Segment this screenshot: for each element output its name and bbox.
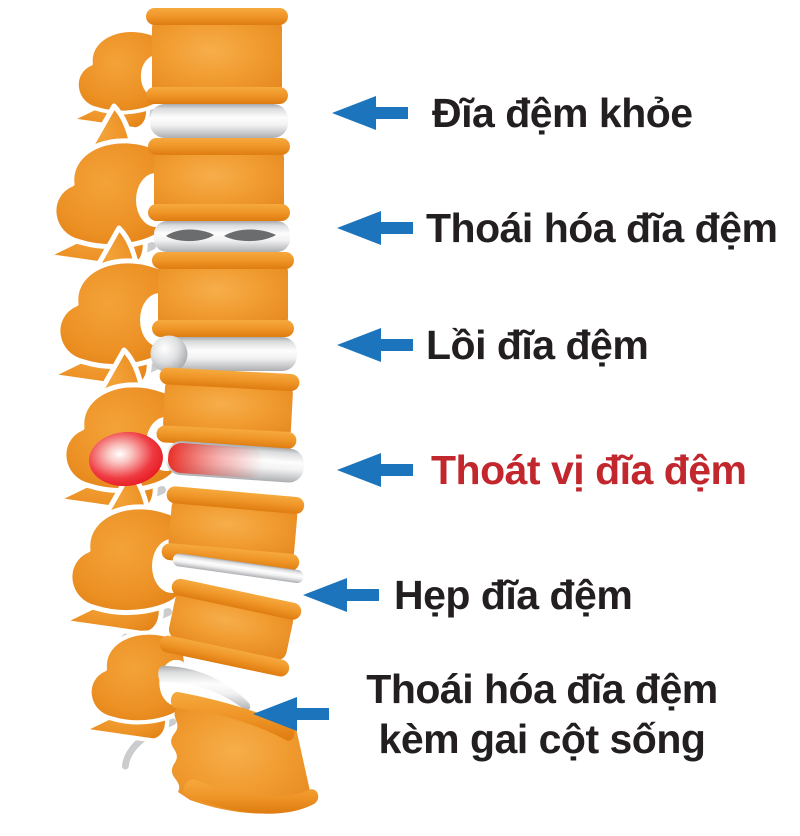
annotation-narrowed-disc: Hẹp đĩa đệm [303,574,633,615]
vertebra-2 [148,138,290,221]
annotation-label: Thoái hóa đĩa đệm kèm gai cột sống [366,666,718,762]
vertebra-7-with-spurs [170,691,319,814]
vertebra-3 [152,252,294,337]
herniated-disc [89,431,305,487]
annotation-label: Thoát vị đĩa đệm [431,446,747,493]
arrow-left-icon [337,453,413,487]
bone-spur-rim [183,779,319,814]
arrow-left-icon [337,328,413,362]
vertebra-6 [159,578,302,677]
disc-bulge [150,335,188,373]
arrow-left-icon [253,697,329,731]
annotation-healthy-disc: Đĩa đệm khỏe [332,92,693,133]
spine-illustration [0,8,319,814]
vertebra-1 [146,8,288,104]
disc-crack [166,229,214,242]
disc-crack [224,229,276,242]
annotation-degenerated-disc-with-spurs: Thoái hóa đĩa đệm kèm gai cột sống [253,664,737,764]
annotation-label: Đĩa đệm khỏe [432,89,693,136]
arrow-left-icon [337,211,413,245]
degenerated-disc-with-spurs [158,666,251,711]
vertebra-5 [161,486,305,571]
herniation-bulge [89,431,163,487]
vertebra-4 [156,367,300,449]
bulging-disc [150,335,297,373]
annotation-herniated-disc: Thoát vị đĩa đệm [337,449,747,490]
bone-spur-rim [170,691,295,741]
annotation-label: Lồi đĩa đệm [426,321,649,368]
annotation-bulging-disc: Lồi đĩa đệm [337,324,649,365]
arrow-left-icon [303,578,379,612]
arrow-left-icon [332,96,408,130]
narrowed-disc [172,553,304,584]
vertebral-column [89,8,319,814]
healthy-disc [150,104,288,138]
degenerated-disc [154,221,290,252]
annotation-label: Thoái hóa đĩa đệm [426,204,778,251]
annotation-degenerated-disc: Thoái hóa đĩa đệm [337,207,778,248]
annotation-label: Hẹp đĩa đệm [394,571,633,618]
